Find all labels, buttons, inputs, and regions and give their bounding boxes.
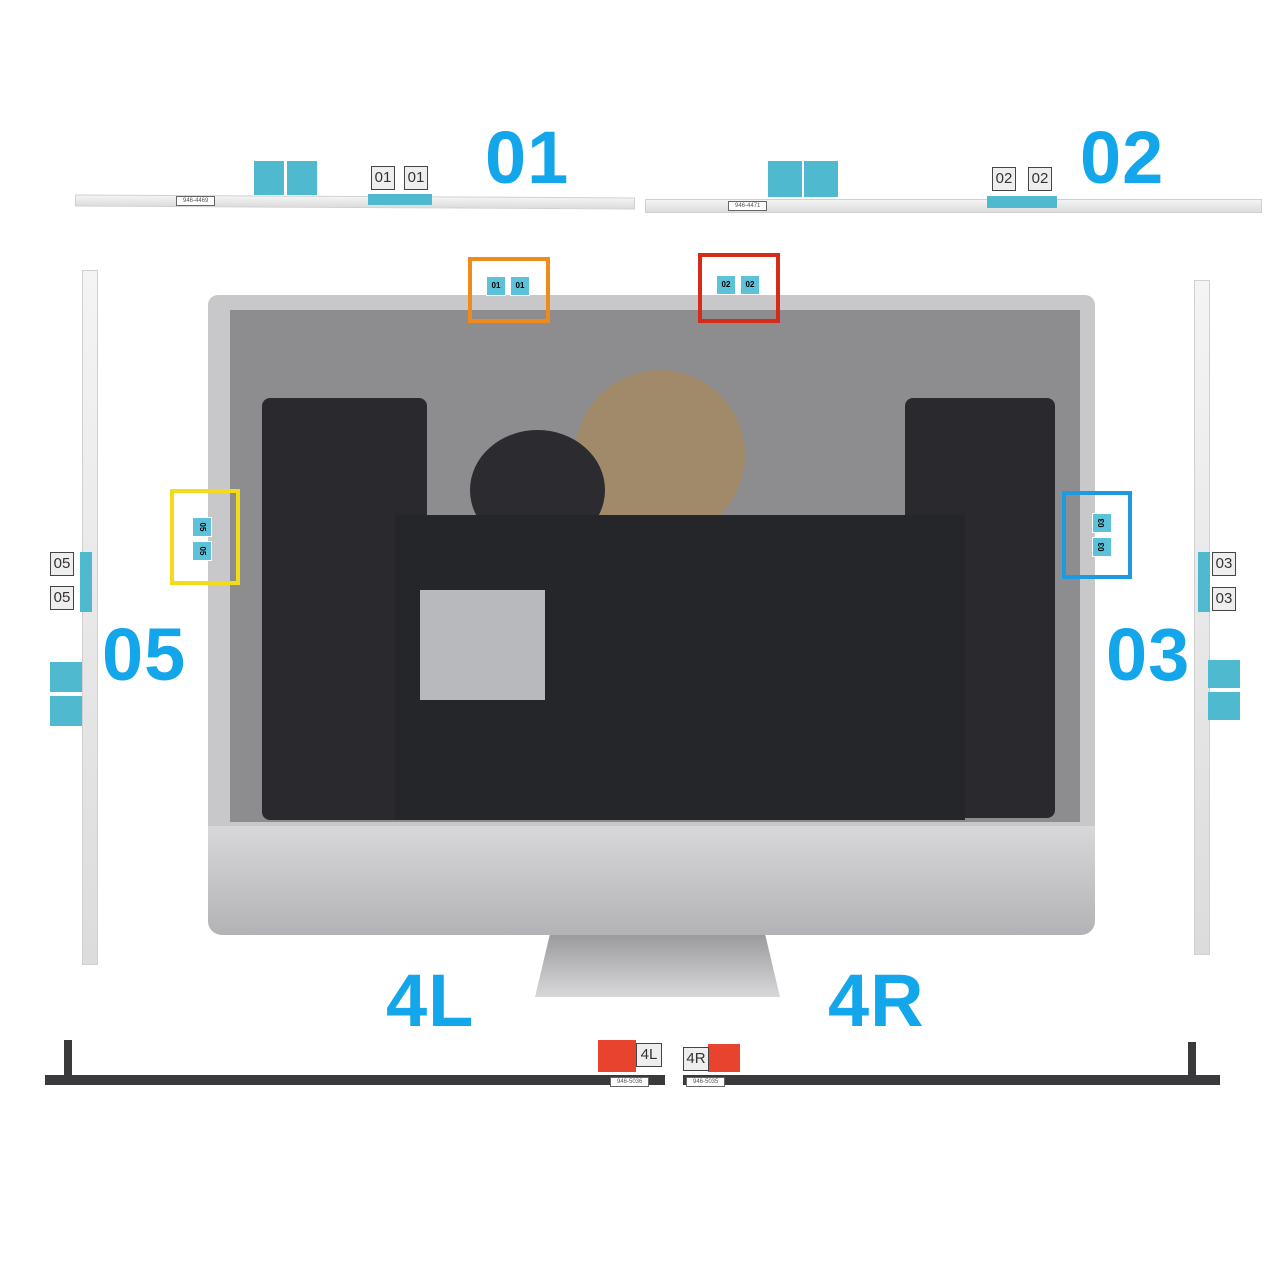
mini-tag: 03 — [1092, 537, 1112, 557]
strip-tag: 05 — [50, 552, 74, 576]
imac-chin — [208, 826, 1095, 935]
strip-tag: 01 — [371, 166, 395, 190]
mini-tag: 03 — [1092, 513, 1112, 533]
adhesive-strip-03 — [1194, 280, 1210, 955]
adhesive-strip-02 — [645, 199, 1262, 213]
tape-tab — [80, 552, 92, 612]
strip-tag: 01 — [404, 166, 428, 190]
label-02: 02 — [1080, 116, 1165, 199]
label-03: 03 — [1106, 613, 1191, 696]
strip-tag: 03 — [1212, 552, 1236, 576]
mini-tag: 01 — [486, 276, 506, 296]
mini-tag: 05 — [192, 517, 212, 537]
strip-tag: 4L — [636, 1043, 662, 1067]
mini-tag: 02 — [740, 275, 760, 295]
strip-tag: 05 — [50, 586, 74, 610]
tape-tab — [804, 161, 838, 197]
tape-tab — [254, 161, 284, 195]
strip-tag: 02 — [992, 167, 1016, 191]
mini-tag: 05 — [192, 541, 212, 561]
strip-end-tab — [1188, 1042, 1196, 1080]
label-4r: 4R — [828, 959, 925, 1042]
strip-tag: 4R — [683, 1047, 709, 1071]
adhesive-strip-05 — [82, 270, 98, 965]
tape-tab — [1208, 692, 1240, 720]
tape-tab — [1208, 660, 1240, 688]
imac-stand — [535, 935, 780, 997]
tape-tab — [1198, 552, 1210, 612]
label-01: 01 — [485, 116, 570, 199]
part-number-4l: 946-5036 — [610, 1077, 650, 1087]
location-box-03: 03 03 — [1062, 491, 1132, 579]
tape-tab — [50, 662, 82, 692]
strip-end-tab — [64, 1040, 72, 1080]
location-box-01: 01 01 — [468, 257, 550, 323]
hard-drive — [420, 590, 545, 700]
label-4l: 4L — [386, 959, 475, 1042]
location-box-05: 05 05 — [170, 489, 240, 585]
part-number-01: 946-4469 — [176, 196, 216, 206]
adhesive-strip-4l — [45, 1075, 665, 1085]
tape-tab — [287, 161, 317, 195]
strip-tag: 02 — [1028, 167, 1052, 191]
location-box-02: 02 02 — [698, 253, 780, 323]
pull-tab — [708, 1044, 740, 1072]
tape-tab — [768, 161, 802, 197]
part-number-4r: 946-5035 — [686, 1077, 726, 1087]
mini-tag: 02 — [716, 275, 736, 295]
fan — [575, 370, 745, 540]
pull-tab — [598, 1040, 636, 1072]
tape-tab — [368, 194, 432, 205]
strip-tag: 03 — [1212, 587, 1236, 611]
tape-tab — [987, 196, 1057, 208]
tape-tab — [50, 696, 82, 726]
part-number-02: 946-4471 — [728, 201, 768, 211]
adhesive-strip-4r — [683, 1075, 1220, 1085]
label-05: 05 — [102, 613, 187, 696]
mini-tag: 01 — [510, 276, 530, 296]
